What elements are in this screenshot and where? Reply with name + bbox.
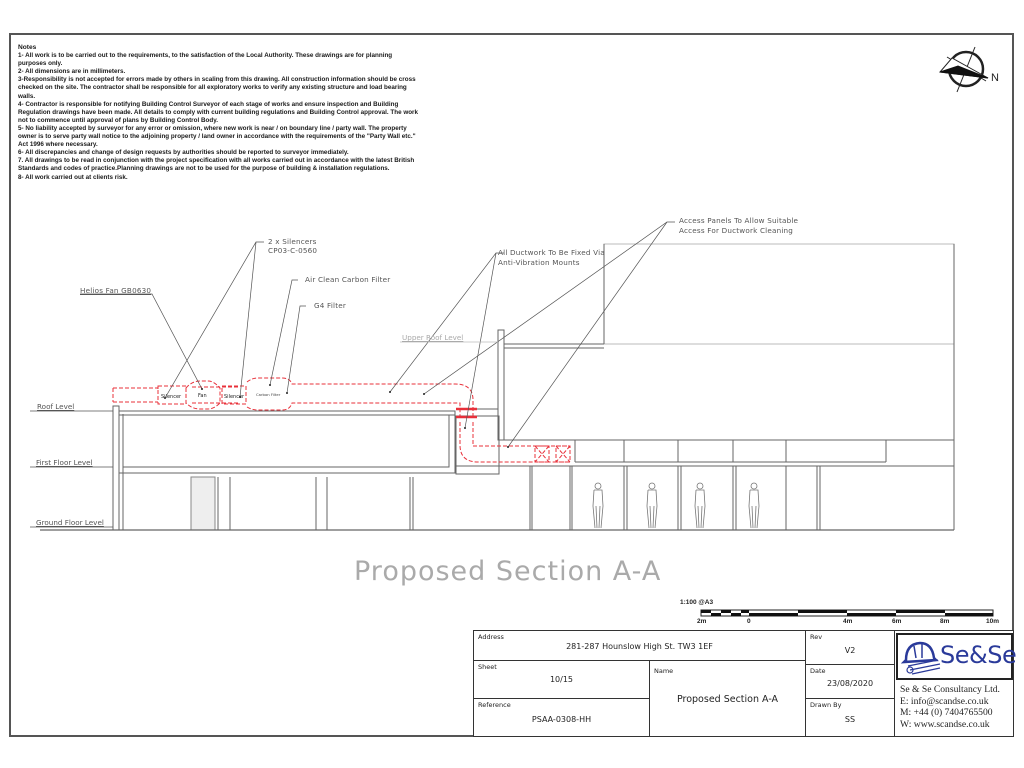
- north-arrow-icon: [939, 46, 989, 93]
- level-ground-floor: Ground Floor Level: [36, 518, 104, 527]
- note-item: 7. All drawings to be read in conjunctio…: [18, 157, 415, 173]
- tb-address: Address 281-287 Hounslow High St. TW3 1E…: [473, 630, 806, 661]
- scale-tick: 4m: [843, 618, 853, 625]
- label-carbon-filter: Air Clean Carbon Filter: [305, 275, 391, 284]
- note-item: 8- All work carried out at clients risk.: [18, 173, 128, 181]
- people-figures: [592, 482, 760, 529]
- tb-name-value: Proposed Section A-A: [676, 694, 779, 705]
- tb-rev-label: Rev: [810, 633, 823, 641]
- leader-lines: [80, 221, 675, 448]
- tb-address-label: Address: [478, 633, 504, 641]
- label-access-line1: Access Panels To Allow Suitable: [679, 216, 799, 225]
- scale-tick: 2m: [697, 618, 707, 625]
- company-mobile: M: +44 (0) 7404765500: [900, 707, 993, 719]
- company-web[interactable]: W: www.scandse.co.uk: [900, 718, 990, 730]
- company-logo: Se&Se: [896, 633, 1017, 680]
- company-name: Se & Se Consultancy Ltd.: [900, 684, 1000, 695]
- tb-drawn-by-value: SS: [844, 715, 856, 724]
- hard-hat-icon: [900, 641, 941, 675]
- duct-label-silencer-2: Silencer: [224, 394, 245, 400]
- tb-name: Name Proposed Section A-A: [649, 660, 806, 737]
- note-item: 5- No liability accepted by surveyor for…: [18, 124, 416, 149]
- ductwork-run: [112, 377, 571, 463]
- note-item: 1- All work is to be carried out to the …: [18, 52, 393, 68]
- leader-arrowheads: [164, 384, 509, 448]
- tb-address-value: 281-287 Hounslow High St. TW3 1EF: [566, 642, 713, 651]
- label-access-line2: Access For Ductwork Cleaning: [679, 226, 794, 235]
- tb-rev: Rev V2: [805, 630, 895, 665]
- tb-date-value: 23/08/2020: [826, 679, 874, 688]
- tb-drawn-by-label: Drawn By: [810, 701, 842, 709]
- scale-bar: [700, 609, 994, 617]
- tb-name-label: Name: [654, 667, 674, 675]
- company-email[interactable]: E: info@scandse.co.uk: [900, 695, 989, 707]
- notes-title: Notes: [18, 44, 37, 51]
- building-structure: [40, 244, 955, 531]
- tb-sheet-value: 10/15: [549, 675, 574, 684]
- note-item: 2- All dimensions are in millimeters.: [18, 68, 126, 76]
- logo-text: Se&Se: [940, 641, 1017, 669]
- label-helios-fan: Helios Fan GB0630: [80, 286, 152, 295]
- tb-date: Date 23/08/2020: [805, 664, 895, 699]
- duct-label-silencer-1: Silencer: [161, 394, 182, 400]
- north-label: N: [991, 72, 999, 84]
- scale-tick: 10m: [986, 618, 1000, 625]
- tb-rev-value: V2: [844, 646, 856, 655]
- tb-reference: Reference PSAA-0308-HH: [473, 698, 650, 737]
- level-upper-roof: Upper Roof Level: [402, 333, 464, 342]
- note-item: 3-Responsibility is not accepted for err…: [18, 76, 416, 100]
- company-info: Se & Se Consultancy Ltd. E: info@scandse…: [900, 684, 1000, 730]
- tb-drawn-by: Drawn By SS: [805, 698, 895, 737]
- notes-block: Notes 1- All work is to be carried out t…: [18, 44, 418, 182]
- duct-label-carbon-filter: Carbon Filter: [256, 392, 281, 397]
- level-markers: [30, 341, 498, 528]
- duct-label-fan: Fan: [198, 393, 207, 399]
- scale-tick: 8m: [940, 618, 950, 625]
- tb-reference-value: PSAA-0308-HH: [531, 715, 592, 724]
- level-first-floor: First Floor Level: [36, 458, 93, 467]
- scale-tick: 0: [747, 618, 751, 625]
- level-roof: Roof Level: [37, 402, 75, 411]
- tb-date-label: Date: [810, 667, 826, 675]
- scale-ratio: 1:100 @A3: [680, 599, 714, 606]
- upper-building-outline: [603, 243, 955, 345]
- label-ductwork-line2: Anti-Vibration Mounts: [498, 258, 580, 267]
- label-silencers-line1: 2 x Silencers: [268, 237, 317, 246]
- section-title: Proposed Section A-A: [354, 556, 662, 587]
- note-item: 4- Contractor is responsible for notifyi…: [18, 100, 419, 124]
- tb-reference-label: Reference: [478, 701, 511, 709]
- tb-sheet: Sheet 10/15: [473, 660, 650, 699]
- anti-vibration-mounts: [456, 407, 477, 419]
- label-silencers-line2: CP03-C-0560: [268, 246, 318, 255]
- label-g4-filter: G4 Filter: [314, 301, 347, 310]
- note-item: 6- All discrepancies and change of desig…: [18, 149, 349, 157]
- label-ductwork-line1: All Ductwork To Be Fixed Via: [498, 248, 605, 257]
- tb-sheet-label: Sheet: [478, 663, 497, 671]
- scale-tick: 6m: [892, 618, 902, 625]
